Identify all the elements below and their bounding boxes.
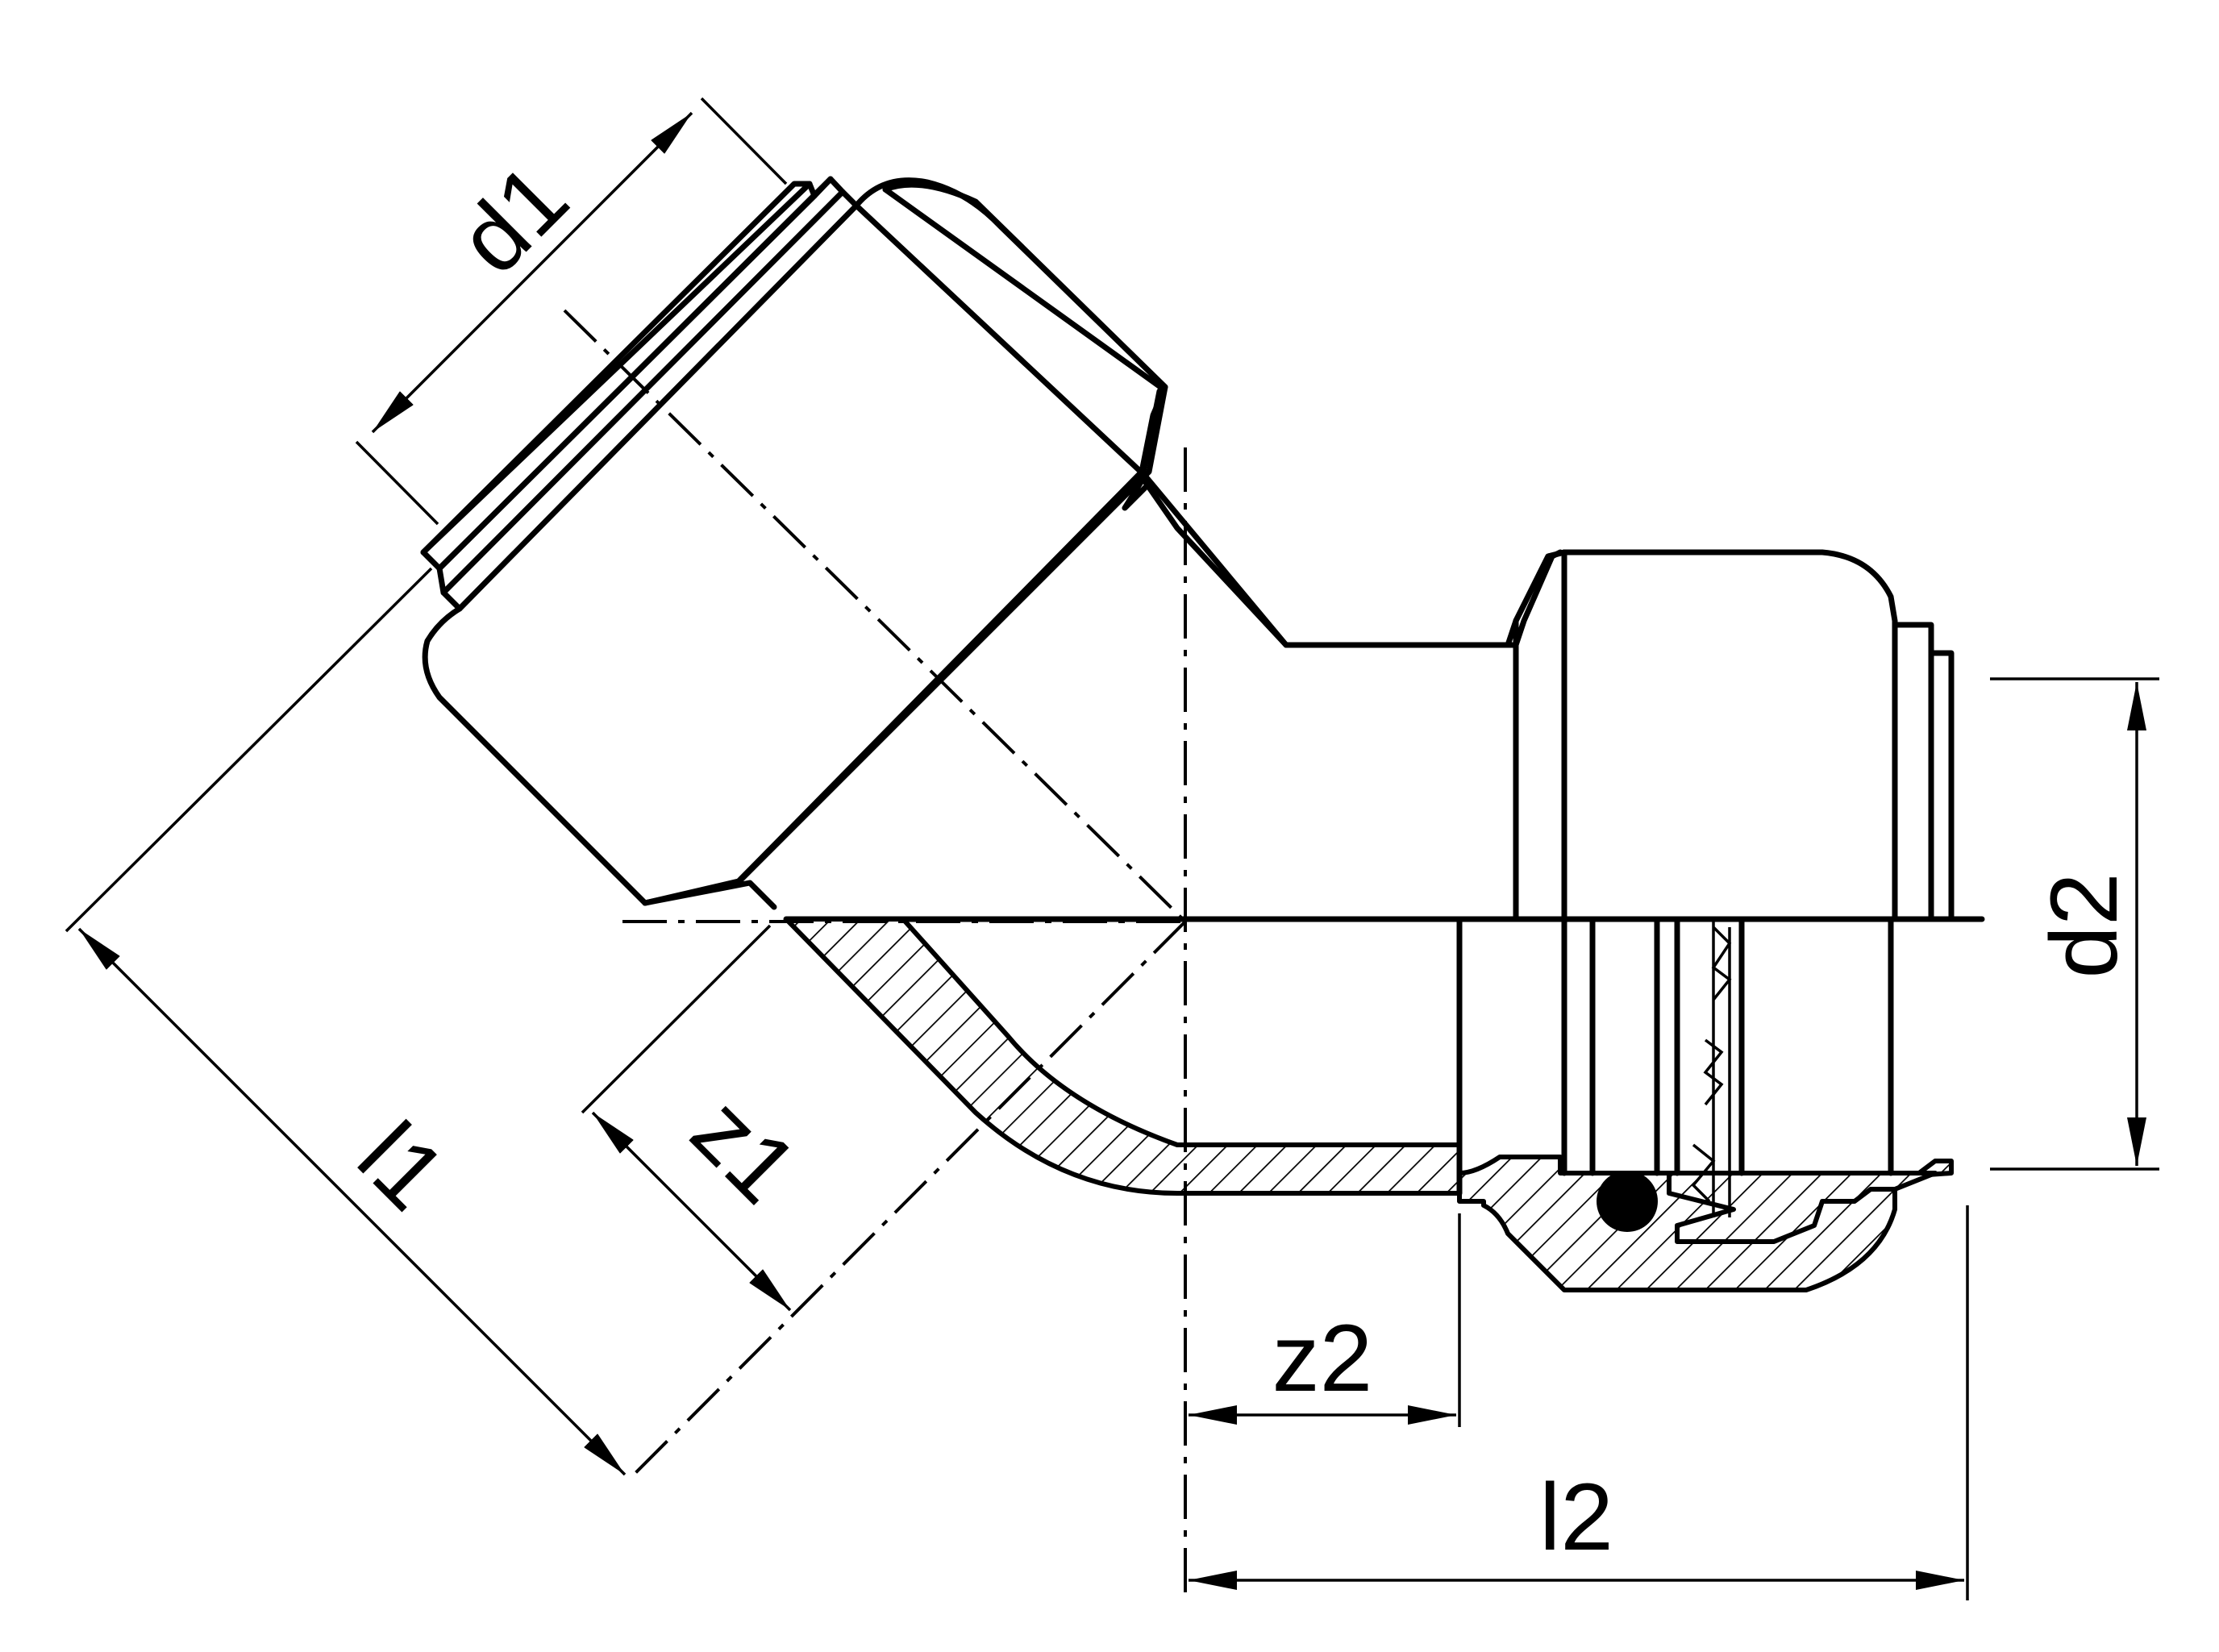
diagonal-axis bbox=[631, 920, 1187, 1477]
d1-label: d1 bbox=[439, 144, 589, 294]
l1-label: l1 bbox=[338, 1103, 465, 1230]
l1-ext-top bbox=[65, 567, 433, 933]
o-ring bbox=[1597, 1171, 1658, 1232]
z1-ext-top bbox=[581, 924, 772, 1114]
section-view bbox=[784, 916, 1954, 1292]
z1-dim-line bbox=[591, 1111, 792, 1312]
angled-branch bbox=[420, 176, 1567, 910]
body-inner-wall bbox=[642, 880, 777, 910]
angled-sleeve bbox=[642, 186, 1166, 906]
l1-dim-line bbox=[77, 927, 627, 1476]
straight-cap bbox=[1513, 549, 1898, 922]
angled-cap bbox=[422, 177, 1168, 906]
angled-axis bbox=[563, 309, 1187, 923]
angled-body-outline bbox=[882, 181, 1563, 648]
grip-ring bbox=[1691, 919, 1732, 1217]
z2-label: z2 bbox=[1272, 1305, 1373, 1412]
d2-label: d2 bbox=[2031, 872, 2138, 978]
z1-label: z1 bbox=[672, 1077, 818, 1223]
angled-cap-inner-line bbox=[1140, 388, 1163, 475]
straight-collar-1 bbox=[1892, 622, 1934, 922]
section-body-wall bbox=[784, 917, 1954, 1292]
section-cap bbox=[1667, 1171, 1938, 1244]
centre-lines bbox=[563, 309, 1187, 1600]
straight-collar-2 bbox=[1928, 650, 1955, 922]
angled-sleeve-inner bbox=[853, 202, 1148, 479]
d1-ext-top bbox=[700, 97, 788, 185]
d1-ext-bottom bbox=[355, 440, 439, 526]
d1-dim-line bbox=[371, 111, 693, 434]
l2-label: l2 bbox=[1539, 1464, 1613, 1571]
straight-branch bbox=[783, 549, 1985, 922]
